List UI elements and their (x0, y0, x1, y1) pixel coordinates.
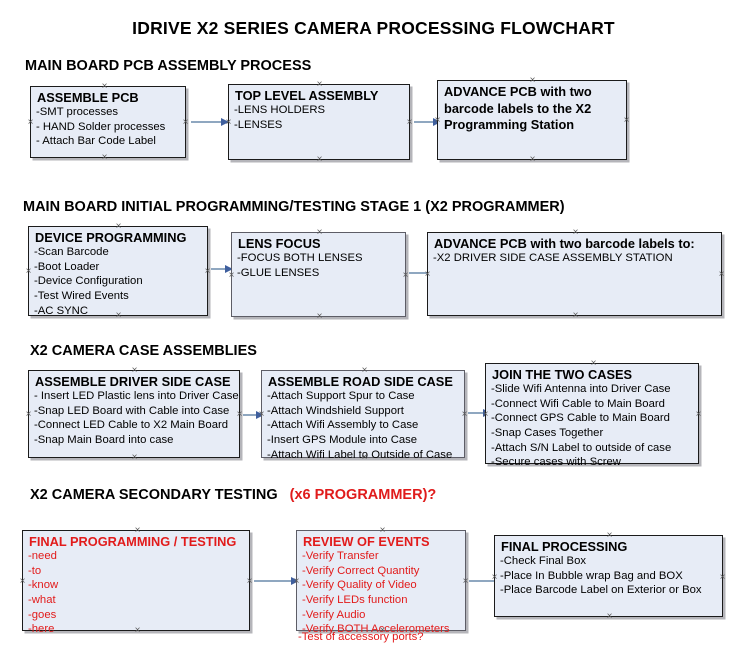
box-item: -Place In Bubble wrap Bag and BOX (500, 569, 683, 582)
selection-handle[interactable] (245, 577, 254, 586)
box-item: - Insert LED Plastic lens into Driver Ca… (34, 390, 239, 403)
selection-handle[interactable] (605, 612, 614, 621)
box-item: -Snap LED Board with Cable into Case (34, 404, 230, 417)
box-item: -goes (28, 608, 57, 621)
box-title: ASSEMBLE PCB (37, 90, 139, 105)
connector-arrow (191, 117, 229, 126)
selection-handle[interactable] (181, 118, 190, 127)
box-item: -LENS HOLDERS (234, 104, 326, 117)
box-title: ADVANCE PCB with two barcode labels to: (434, 236, 695, 251)
selection-handle[interactable] (315, 155, 324, 164)
box-lens-focus[interactable]: LENS FOCUS -FOCUS BOTH LENSES -GLUE LENS… (231, 232, 406, 317)
box-title: ASSEMBLE DRIVER SIDE CASE (35, 374, 231, 389)
page-title: IDRIVE X2 SERIES CAMERA PROCESSING FLOWC… (132, 18, 615, 38)
box-item: -AC SYNC (34, 304, 88, 317)
box-item: -Check Final Box (500, 555, 587, 568)
box-advance-pcb-driver-side[interactable]: ADVANCE PCB with two barcode labels to: … (427, 232, 722, 316)
box-item: -Verify Quality of Video (302, 579, 417, 592)
box-assemble-pcb[interactable]: ASSEMBLE PCB -SMT processes - HAND Solde… (30, 86, 186, 158)
selection-handle[interactable] (694, 410, 703, 419)
box-item: -Attach S/N Label to outside of case (491, 441, 672, 454)
box-item: -Verify Audio (302, 608, 366, 621)
box-title: REVIEW OF EVENTS (303, 534, 430, 549)
box-advance-pcb-station[interactable]: ADVANCE PCB with two barcode labels to t… (437, 80, 627, 160)
box-top-level-assembly[interactable]: TOP LEVEL ASSEMBLY -LENS HOLDERS -LENSES (228, 84, 410, 160)
section-heading-4-main: X2 CAMERA SECONDARY TESTING (30, 487, 278, 503)
box-item: -need (28, 550, 57, 563)
connector-arrow (254, 576, 299, 585)
selection-handle[interactable] (571, 311, 580, 320)
box-join-the-two-cases[interactable]: JOIN THE TWO CASES -Slide Wifi Antenna i… (485, 363, 699, 468)
box-item: -Attach Wifi Label to Outside of Case (267, 448, 453, 461)
selection-handle[interactable] (717, 270, 726, 279)
box-final-processing[interactable]: FINAL PROCESSING -Check Final Box -Place… (494, 535, 723, 617)
box-title: FINAL PROCESSING (501, 539, 628, 554)
box-item: -GLUE LENSES (237, 266, 320, 279)
box-item: -Boot Loader (34, 260, 100, 273)
box-item: -Verify BOTH Accelerometers (302, 623, 450, 636)
box-title: FINAL PROGRAMMING / TESTING (29, 534, 237, 549)
box-item: -Connect Wifi Cable to Main Board (491, 397, 665, 410)
box-item: -Test Wired Events (34, 290, 129, 303)
selection-handle[interactable] (315, 312, 324, 321)
box-device-programming[interactable]: DEVICE PROGRAMMING -Scan Barcode -Boot L… (28, 226, 208, 317)
section-heading-2: MAIN BOARD INITIAL PROGRAMMING/TESTING S… (23, 199, 565, 215)
section-heading-1: MAIN BOARD PCB ASSEMBLY PROCESS (25, 58, 312, 74)
box-item: - Attach Bar Code Label (36, 135, 156, 148)
box-item: -Verify LEDs function (302, 594, 408, 607)
box-item: -to (28, 564, 42, 577)
box-item: -what (28, 594, 56, 607)
box-item: -Snap Main Board into case (34, 434, 174, 447)
section-heading-4-accent: (x6 PROGRAMMER)? (289, 487, 437, 503)
selection-handle[interactable] (18, 577, 27, 586)
selection-handle[interactable] (622, 116, 631, 125)
box-item: -Attach Wifi Assembly to Case (267, 419, 419, 432)
box-item: -X2 DRIVER SIDE CASE ASSEMBLY STATION (433, 252, 673, 265)
box-title: DEVICE PROGRAMMING (35, 230, 187, 245)
box-item: -Verify Correct Quantity (302, 564, 420, 577)
box-item: -Snap Cases Together (491, 427, 604, 440)
box-item: -know (28, 579, 59, 592)
box-item: -Insert GPS Module into Case (267, 434, 418, 447)
box-item: -FOCUS BOTH LENSES (237, 252, 363, 265)
box-item: -Connect GPS Cable to Main Board (491, 412, 670, 425)
selection-handle[interactable] (26, 118, 35, 127)
box-title: JOIN THE TWO CASES (492, 367, 633, 382)
box-item: -here (28, 623, 55, 636)
selection-handle[interactable] (24, 267, 33, 276)
box-item-overflow: -Test of accessory ports? (298, 631, 424, 643)
selection-handle[interactable] (100, 153, 109, 162)
box-assemble-road-side-case[interactable]: ASSEMBLE ROAD SIDE CASE -Attach Support … (261, 370, 465, 461)
box-final-programming-testing[interactable]: FINAL PROGRAMMING / TESTING -need -to -k… (22, 530, 250, 635)
box-item: -Device Configuration (34, 275, 143, 288)
box-item: -Attach Support Spur to Case (267, 390, 415, 403)
box-item: -Place Barcode Label on Exterior or Box (500, 584, 702, 597)
connector-arrow (243, 410, 264, 419)
box-item: -Connect LED Cable to X2 Main Board (34, 419, 229, 432)
box-assemble-driver-side-case[interactable]: ASSEMBLE DRIVER SIDE CASE - Insert LED P… (28, 370, 240, 458)
selection-handle[interactable] (405, 118, 414, 127)
selection-handle[interactable] (24, 410, 33, 419)
box-item: -Scan Barcode (34, 246, 109, 259)
box-title: TOP LEVEL ASSEMBLY (235, 88, 379, 103)
section-heading-3: X2 CAMERA CASE ASSEMBLIES (30, 343, 257, 359)
box-title: LENS FOCUS (238, 236, 321, 251)
box-title: ADVANCE PCB with two barcode labels to t… (444, 84, 592, 133)
box-title: ASSEMBLE ROAD SIDE CASE (268, 374, 453, 389)
connector-arrow (211, 264, 233, 273)
box-item: -SMT processes (36, 106, 119, 119)
selection-handle[interactable] (718, 573, 727, 582)
box-item: -Attach Windshield Support (267, 404, 404, 417)
box-item: -LENSES (234, 118, 283, 131)
box-item: -Verify Transfer (302, 550, 379, 563)
selection-handle[interactable] (130, 453, 139, 462)
box-item: - HAND Solder processes (36, 120, 166, 133)
box-item: -Slide Wifi Antenna into Driver Case (491, 383, 671, 396)
box-review-of-events[interactable]: REVIEW OF EVENTS -Verify Transfer -Verif… (296, 530, 466, 643)
selection-handle[interactable] (528, 155, 537, 164)
box-item: -Secure cases with Screw (491, 456, 621, 469)
section-heading-4: X2 CAMERA SECONDARY TESTING (x6 PROGRAMM… (30, 487, 436, 503)
